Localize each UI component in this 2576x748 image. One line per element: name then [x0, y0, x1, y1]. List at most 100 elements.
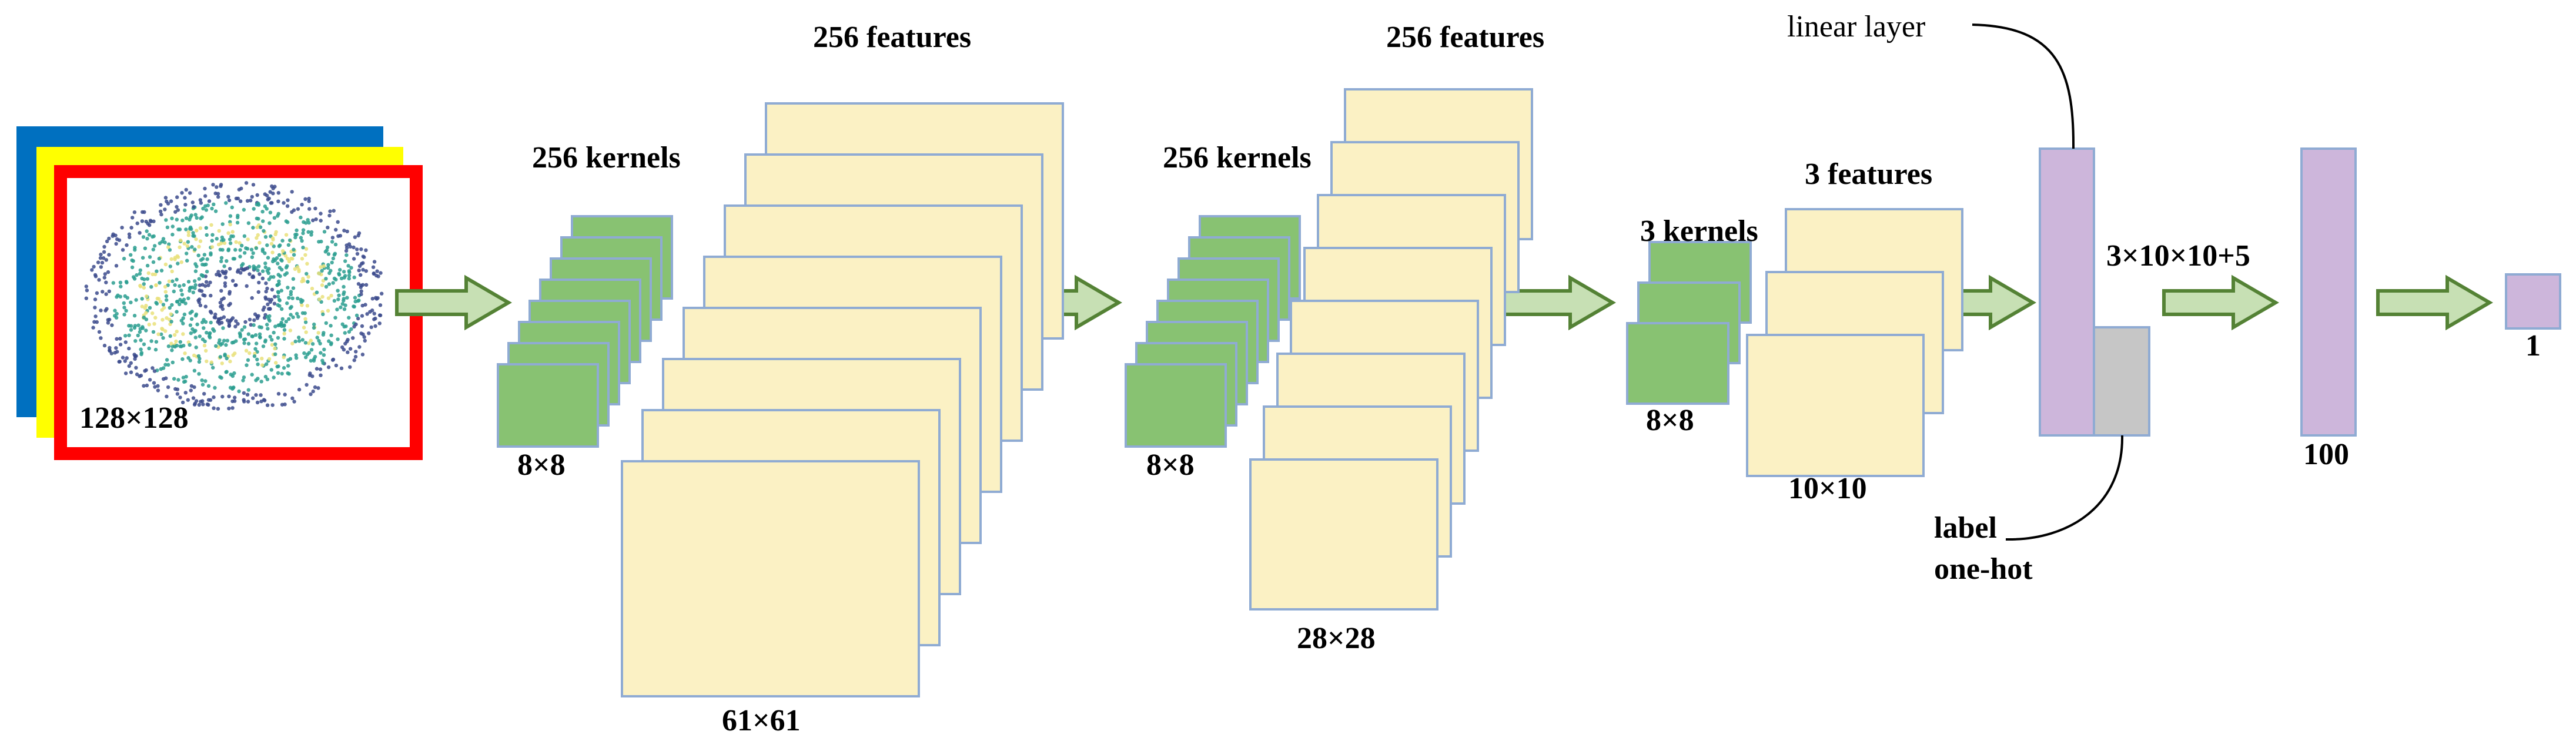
- scatter-dot: [276, 199, 280, 203]
- scatter-dot: [205, 402, 209, 407]
- scatter-dot: [102, 343, 107, 348]
- scatter-dot: [107, 253, 111, 257]
- scatter-dot: [227, 394, 231, 398]
- scatter-dot: [262, 229, 266, 233]
- scatter-dot: [200, 337, 205, 341]
- scatter-dot: [191, 396, 196, 400]
- scatter-dot: [359, 289, 363, 293]
- scatter-dot: [93, 273, 98, 277]
- scatter-dot: [249, 199, 253, 203]
- scatter-dot: [254, 246, 259, 250]
- scatter-dot: [131, 216, 135, 220]
- scatter-dot: [277, 279, 281, 283]
- scatter-dot: [313, 206, 317, 210]
- scatter-dot: [169, 199, 173, 203]
- scatter-dot: [198, 289, 202, 293]
- scatter-dot: [181, 321, 185, 326]
- scatter-dot: [99, 336, 103, 340]
- scatter-dot: [150, 366, 155, 370]
- input-size-label: 128×128: [79, 401, 189, 435]
- scatter-dot: [143, 246, 148, 250]
- conv2-features-label: 256 features: [1386, 21, 1544, 54]
- scatter-dot: [181, 375, 186, 380]
- scatter-dot: [258, 225, 263, 229]
- scatter-dot: [114, 346, 118, 350]
- scatter-dot: [93, 306, 97, 310]
- conv3-block: 3 kernels 8×8 3 features 10×10: [1626, 157, 1963, 505]
- scatter-dot: [303, 311, 307, 316]
- scatter-dot: [356, 233, 360, 238]
- scatter-dot: [297, 339, 302, 343]
- scatter-dot: [178, 297, 182, 302]
- scatter-dot: [326, 365, 331, 370]
- conv3-feature-size-label: 10×10: [1788, 472, 1867, 505]
- scatter-dot: [269, 368, 273, 372]
- scatter-dot: [160, 327, 165, 331]
- scatter-dot: [246, 341, 251, 346]
- scatter-dot: [303, 197, 307, 201]
- scatter-dot: [148, 223, 152, 227]
- scatter-dot: [224, 343, 228, 347]
- scatter-dot: [211, 365, 215, 370]
- scatter-dot: [197, 277, 201, 281]
- scatter-dot: [324, 248, 329, 253]
- conv1-feature-stack: [621, 102, 1064, 697]
- scatter-dot: [237, 241, 242, 245]
- scatter-dot: [198, 334, 202, 338]
- scatter-dot: [299, 215, 303, 220]
- scatter-dot: [331, 256, 336, 261]
- scatter-dot: [314, 217, 318, 222]
- scatter-dot: [320, 358, 324, 363]
- scatter-dot: [175, 300, 179, 304]
- scatter-dot: [114, 264, 119, 268]
- scatter-dot: [345, 296, 349, 300]
- scatter-dot: [347, 330, 352, 334]
- scatter-dot: [184, 187, 188, 192]
- scatter-dot: [123, 359, 127, 363]
- scatter-dot: [129, 253, 133, 257]
- hidden-size-label: 100: [2303, 438, 2349, 471]
- arrow-shape: [395, 274, 512, 331]
- scatter-dot: [238, 254, 242, 259]
- dense-block: linear layer label one-hot 3×10×10+5 100…: [1787, 10, 2561, 586]
- scatter-dot: [300, 257, 305, 261]
- scatter-dot: [252, 207, 256, 211]
- scatter-dot: [159, 203, 163, 207]
- scatter-dot: [255, 314, 259, 318]
- scatter-dot: [229, 234, 233, 239]
- scatter-dot: [304, 330, 308, 334]
- scatter-dot: [142, 286, 146, 290]
- scatter-dot: [353, 299, 357, 304]
- scatter-dot: [342, 297, 346, 301]
- scatter-dot: [245, 266, 250, 270]
- scatter-dot: [132, 277, 137, 281]
- scatter-dot: [165, 298, 169, 302]
- conv3-kernel-map: [1626, 322, 1729, 405]
- label-onehot-connector: [2005, 435, 2124, 541]
- scatter-dot: [249, 247, 254, 251]
- scatter-dot: [175, 195, 179, 199]
- scatter-dot: [276, 392, 281, 396]
- scatter-dot: [198, 239, 203, 243]
- scatter-dot: [146, 271, 150, 275]
- scatter-dot: [263, 374, 268, 379]
- scatter-dot: [344, 243, 349, 247]
- scatter-dot: [306, 274, 310, 279]
- scatter-dot: [127, 364, 131, 368]
- concat-size-label: 3×10×10+5: [2106, 239, 2250, 273]
- scatter-dot: [228, 267, 232, 271]
- scatter-dot: [144, 304, 148, 308]
- scatter-dot: [344, 249, 349, 253]
- scatter-dot: [219, 289, 223, 293]
- scatter-dot: [257, 264, 261, 269]
- scatter-dot: [342, 276, 346, 280]
- scatter-dot: [214, 344, 218, 348]
- scatter-dot: [326, 252, 331, 256]
- scatter-dot: [186, 355, 190, 360]
- scatter-dot: [116, 293, 120, 297]
- scatter-dot: [90, 268, 94, 272]
- scatter-dot: [246, 332, 251, 336]
- scatter-dot: [139, 352, 143, 357]
- scatter-dot: [158, 209, 163, 213]
- conv2-kernels-label: 256 kernels: [1163, 141, 1312, 175]
